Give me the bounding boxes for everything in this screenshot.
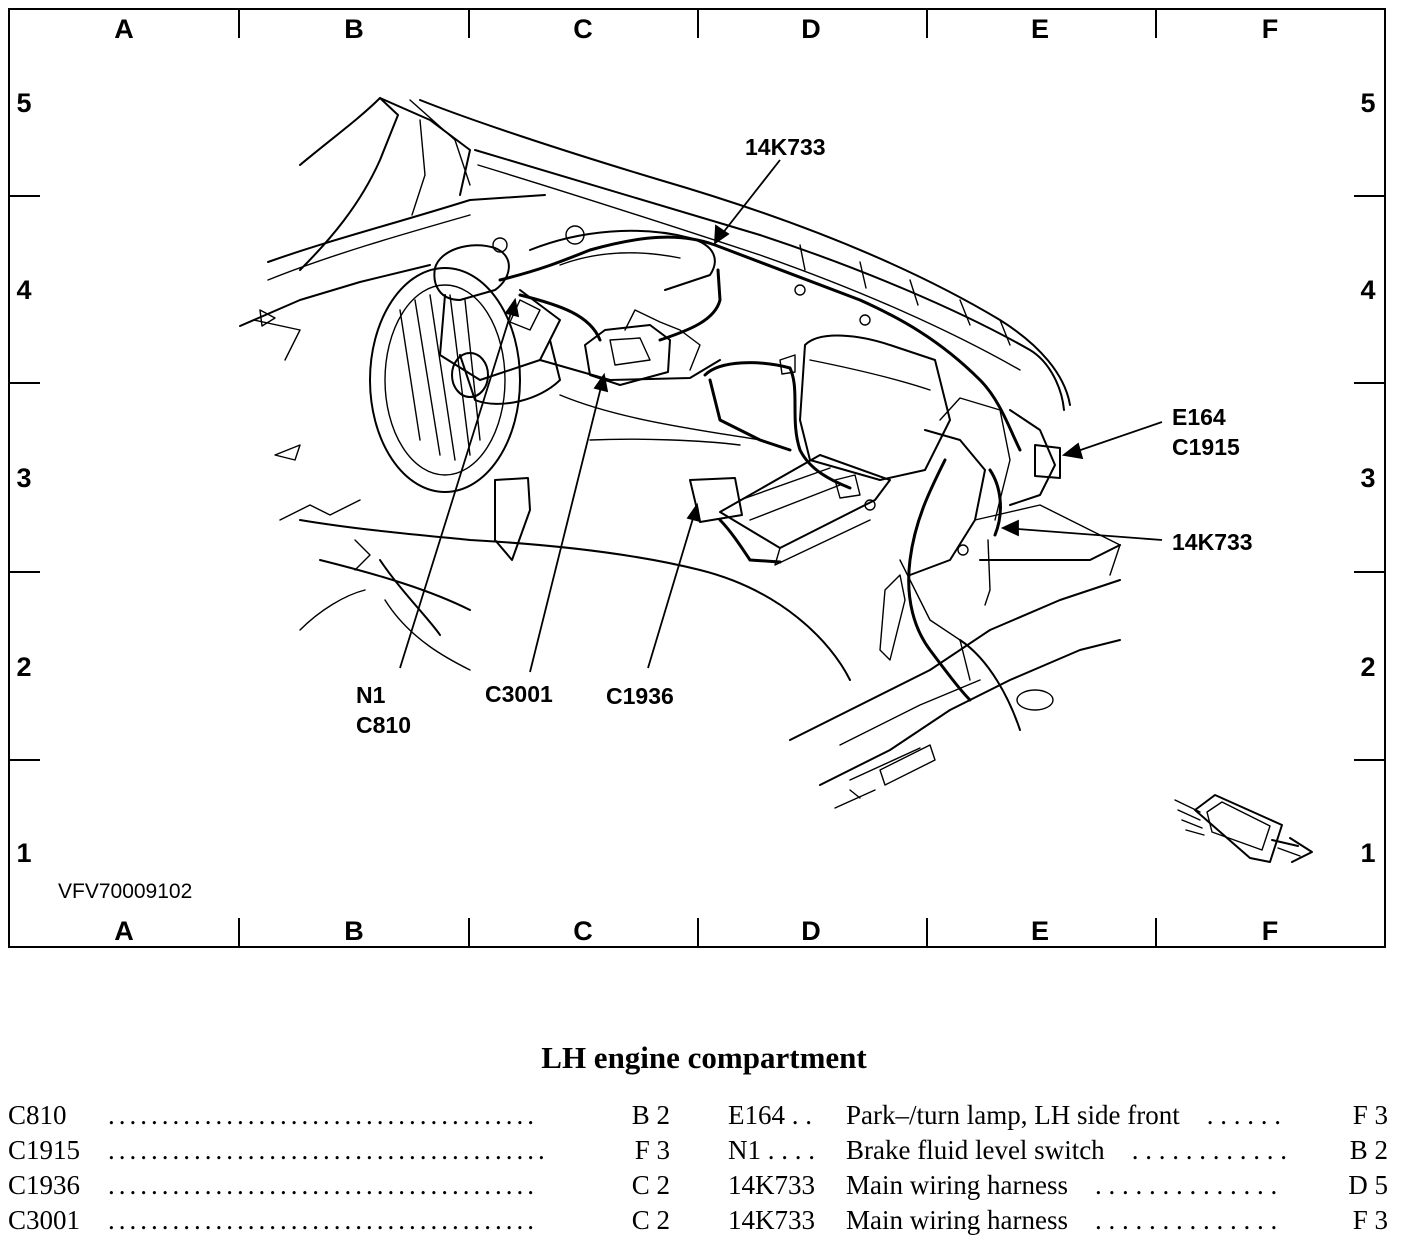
legend-grid-ref: D 5 [1348, 1170, 1388, 1200]
legend-row: E164 . . Park–/turn lamp, LH side front … [728, 1100, 1388, 1135]
leader-c3001 [529, 374, 605, 673]
col-label-bottom-f: F [1262, 916, 1279, 946]
legend-left: C810 ...................................… [8, 1100, 670, 1240]
row-label-left-2: 2 [16, 652, 31, 682]
legend-grid-ref: B 2 [631, 1100, 670, 1130]
row-label-left-5: 5 [16, 88, 31, 118]
leader-c1936 [647, 504, 698, 669]
leader-14k733-top [714, 159, 781, 244]
leader-n1-c810 [399, 299, 516, 669]
row-label-left-1: 1 [16, 838, 31, 868]
legend-leader-dots: ........................................ [108, 1205, 538, 1235]
row-label-right-2: 2 [1360, 652, 1375, 682]
legend-description-text: Park–/turn lamp, LH side front [846, 1100, 1180, 1130]
legend-code: C1936 [8, 1170, 81, 1200]
col-label-top-e: E [1031, 14, 1049, 44]
legend-grid-ref: F 3 [1352, 1100, 1388, 1130]
legend-grid-ref: F 3 [634, 1135, 670, 1165]
col-label-bottom-a: A [114, 916, 134, 946]
callout-leaders [399, 159, 1163, 673]
callout-14k733-right: 14K733 [1172, 529, 1253, 555]
col-label-top-c: C [573, 14, 593, 44]
legend-code: C3001 [8, 1205, 81, 1235]
legend-row: C1936 ..................................… [8, 1170, 670, 1205]
legend-description: Main wiring harness . . . . . . . . . . … [846, 1205, 1277, 1236]
col-label-bottom-c: C [573, 916, 593, 946]
arrowhead-14k733-right [1000, 519, 1019, 537]
callout-c1936: C1936 [606, 683, 674, 709]
legend-grid-ref: C 2 [631, 1170, 670, 1200]
legend-leader-dots: ........................................ [108, 1170, 538, 1200]
callout-c3001: C3001 [485, 681, 553, 707]
col-label-bottom-e: E [1031, 916, 1049, 946]
legend-row: 14K733 Main wiring harness . . . . . . .… [728, 1170, 1388, 1205]
arrowhead-14k733-top [713, 224, 730, 245]
arrowhead-c3001 [593, 372, 609, 393]
diagram-title: LH engine compartment [541, 1040, 867, 1075]
row-label-left-4: 4 [16, 275, 31, 305]
callout-n1: N1 [356, 682, 386, 708]
legend-code: 14K733 [728, 1205, 815, 1235]
row-label-right-3: 3 [1360, 463, 1375, 493]
legend-leader-dots: . . . . . . . . . . . . [1131, 1135, 1287, 1165]
col-label-top-b: B [344, 14, 364, 44]
view-orientation-icon [1174, 794, 1313, 863]
legend-row: C810 ...................................… [8, 1100, 670, 1135]
legend-grid-ref: C 2 [631, 1205, 670, 1235]
legend-code: C1915 [8, 1135, 81, 1165]
legend-description: Brake fluid level switch . . . . . . . .… [846, 1135, 1287, 1166]
diagram-frame [8, 8, 1386, 948]
col-label-bottom-b: B [344, 916, 364, 946]
row-label-right-1: 1 [1360, 838, 1375, 868]
col-label-top-a: A [114, 14, 134, 44]
legend-row: C3001 ..................................… [8, 1205, 670, 1240]
legend-grid-ref: F 3 [1352, 1205, 1388, 1235]
row-label-right-5: 5 [1360, 88, 1375, 118]
arrowhead-c1936 [686, 502, 702, 523]
legend-description-text: Main wiring harness [846, 1205, 1068, 1235]
legend-code: C810 [8, 1100, 67, 1130]
callout-c810: C810 [356, 712, 411, 738]
arrowhead-n1-c810 [504, 297, 520, 318]
row-label-right-4: 4 [1360, 275, 1375, 305]
figure-id: VFV70009102 [58, 880, 192, 903]
legend-code: N1 . . . . [728, 1135, 815, 1165]
legend-leader-dots: ........................................ [108, 1100, 538, 1130]
grid-ticks [9, 9, 1385, 947]
legend-description: Main wiring harness . . . . . . . . . . … [846, 1170, 1277, 1201]
legend-code: 14K733 [728, 1170, 815, 1200]
leader-e164-c1915 [1065, 421, 1163, 456]
legend-row: N1 . . . . Brake fluid level switch . . … [728, 1135, 1388, 1170]
col-label-bottom-d: D [801, 916, 821, 946]
callout-c1915: C1915 [1172, 434, 1240, 460]
row-label-left-3: 3 [16, 463, 31, 493]
callout-14k733-top: 14K733 [745, 134, 826, 160]
engine-compartment-diagram: A B C D E F A B C D E F 5 4 3 2 1 5 4 3 … [8, 8, 1386, 948]
col-label-top-f: F [1262, 14, 1279, 44]
legend-leader-dots: . . . . . . [1206, 1100, 1281, 1130]
legend-description-text: Brake fluid level switch [846, 1135, 1105, 1165]
legend-description: Park–/turn lamp, LH side front . . . . .… [846, 1100, 1281, 1131]
leader-14k733-right [1004, 527, 1163, 541]
legend-right: E164 . . Park–/turn lamp, LH side front … [728, 1100, 1388, 1240]
col-label-top-d: D [801, 14, 821, 44]
legend-row: 14K733 Main wiring harness . . . . . . .… [728, 1205, 1388, 1240]
legend-row: C1915 ..................................… [8, 1135, 670, 1170]
legend-grid-ref: B 2 [1349, 1135, 1388, 1165]
legend-leader-dots: ........................................… [108, 1135, 549, 1165]
legend-leader-dots: . . . . . . . . . . . . . . [1094, 1205, 1278, 1235]
legend-description-text: Main wiring harness [846, 1170, 1068, 1200]
arrowhead-e164-c1915 [1061, 442, 1084, 460]
engine-compartment-illustration [239, 97, 1121, 809]
legend-code: E164 . . [728, 1100, 812, 1130]
callout-e164: E164 [1172, 404, 1226, 430]
legend-leader-dots: . . . . . . . . . . . . . . [1094, 1170, 1278, 1200]
